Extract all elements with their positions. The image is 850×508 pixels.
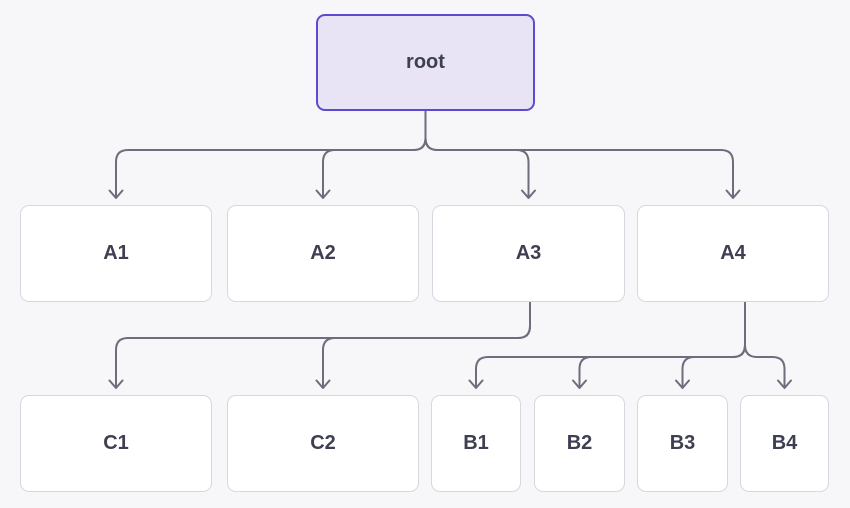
arrowhead-icon [725,189,741,199]
arrowhead-icon [315,379,331,389]
arrowhead-icon [468,379,484,389]
node-b1[interactable]: B1 [431,395,521,492]
arrowhead-icon [777,379,792,389]
edge-A4-B4 [744,301,792,389]
arrowhead-icon [108,379,124,389]
node-b4[interactable]: B4 [740,395,829,492]
edge-root-A4 [424,110,741,199]
edge-A4-B1 [468,301,746,389]
node-a2[interactable]: A2 [227,205,419,302]
node-a4[interactable]: A4 [637,205,829,302]
arrowhead-icon [675,379,690,389]
node-a3[interactable]: A3 [432,205,625,302]
edge-A3-C1 [108,301,531,389]
edge-A4-B3 [675,301,746,389]
edge-A4-B2 [572,301,746,389]
arrowhead-icon [521,189,536,199]
edge-root-A1 [108,110,427,199]
arrowhead-icon [315,189,331,199]
node-b2[interactable]: B2 [534,395,625,492]
node-b3[interactable]: B3 [637,395,728,492]
edge-root-A3 [424,110,536,199]
node-a1[interactable]: A1 [20,205,212,302]
node-c2[interactable]: C2 [227,395,419,492]
node-root[interactable]: root [316,14,535,111]
arrowhead-icon [108,189,124,199]
node-c1[interactable]: C1 [20,395,212,492]
edge-A3-C2 [315,301,531,389]
arrowhead-icon [572,379,587,389]
edge-root-A2 [315,110,427,199]
